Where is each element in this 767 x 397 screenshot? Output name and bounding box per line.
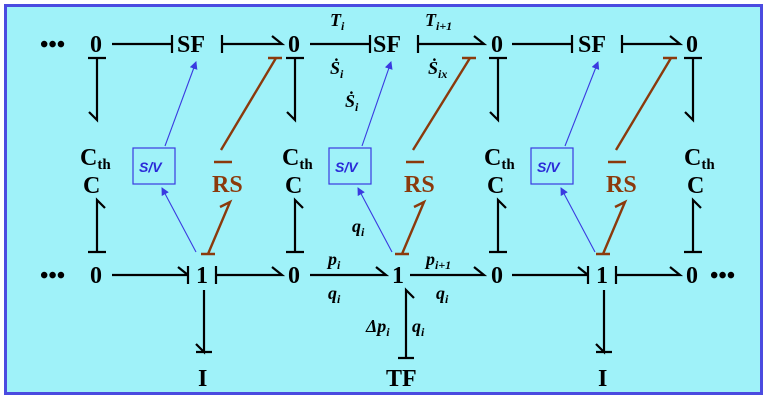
top-zero-junction-3: 0 xyxy=(491,32,503,58)
top-bond-6 xyxy=(620,35,684,53)
cth-3: Cth xyxy=(484,145,515,173)
svg-text:S/V: S/V xyxy=(335,159,359,175)
label-q-i-signal: qi xyxy=(352,216,365,239)
inertia-1: I xyxy=(198,366,207,392)
top-sf-2: SF xyxy=(373,32,401,58)
bond-one1-inertia1 xyxy=(195,290,212,355)
sv-box-2: S/V xyxy=(328,147,372,185)
diagram-frame xyxy=(4,4,763,395)
svg-text:S/V: S/V xyxy=(537,159,561,175)
bottom-zero-junction-3: 0 xyxy=(491,263,503,289)
label-S-dot-ix: Ṡix xyxy=(428,57,447,81)
label-q-i-left: qi xyxy=(328,283,341,306)
label-p-i-plus-1: pi+1 xyxy=(424,249,451,272)
bottom-bond-2 xyxy=(214,266,286,284)
bottom-bond-6 xyxy=(614,266,684,284)
sv-box-3: S/V xyxy=(530,147,574,185)
rs-bond-up-2 xyxy=(411,56,476,151)
top-zero-junction-2: 0 xyxy=(288,32,300,58)
inertia-2: I xyxy=(598,366,607,392)
bottom-bond-5 xyxy=(512,266,590,284)
bond-zero6-c2 xyxy=(286,197,304,254)
bottom-zero-junction-4: 0 xyxy=(686,263,698,289)
signal-sv-to-sf-2 xyxy=(361,61,393,147)
bond-zero7-c3 xyxy=(489,197,507,254)
bottom-zero-junction-1: 0 xyxy=(90,263,102,289)
rs-3: RS xyxy=(606,172,637,198)
bond-zero2-cth2 xyxy=(286,56,304,123)
bond-zero3-cth3 xyxy=(489,56,507,123)
cth-4: Cth xyxy=(684,145,715,173)
top-bond-3 xyxy=(310,35,372,53)
cth-2: Cth xyxy=(282,145,313,173)
label-S-dot-i-signal: Ṡi xyxy=(345,90,359,114)
signal-1j-to-sv-3 xyxy=(560,187,596,253)
one-junction-3: 1 xyxy=(596,263,608,289)
signal-sv-to-sf-1 xyxy=(164,61,198,147)
c-2: C xyxy=(285,173,302,199)
bottom-left-ellipsis: ••• xyxy=(40,263,65,289)
one-junction-2: 1 xyxy=(392,263,404,289)
signal-sv-to-sf-3 xyxy=(564,61,600,147)
label-q-i-vertical: qi xyxy=(412,316,425,339)
top-left-ellipsis: ••• xyxy=(40,32,65,58)
sv-box-1: S/V xyxy=(132,147,176,185)
rs-bond-up-1 xyxy=(219,56,282,151)
top-zero-junction-1: 0 xyxy=(90,32,102,58)
c-3: C xyxy=(487,173,504,199)
transformer-tf: TF xyxy=(386,366,417,392)
bond-zero1-cth1 xyxy=(88,56,106,123)
label-q-i-right: qi xyxy=(436,283,449,306)
c-4: C xyxy=(687,173,704,199)
rs-bond-down-2 xyxy=(395,199,427,256)
top-bond-5 xyxy=(512,35,574,53)
cth-1: Cth xyxy=(80,145,111,173)
bond-one3-inertia2 xyxy=(595,290,612,355)
bottom-bond-3 xyxy=(310,266,390,277)
bond-zero4-cth4 xyxy=(684,56,702,123)
signal-1j-to-sv-2 xyxy=(357,187,393,253)
bottom-zero-junction-2: 0 xyxy=(288,263,300,289)
top-sf-1: SF xyxy=(177,32,205,58)
rs-1: RS xyxy=(212,172,243,198)
label-p-i: pi xyxy=(326,249,341,272)
top-bond-2 xyxy=(220,35,286,53)
bond-one2-tf xyxy=(398,287,415,360)
label-T-i-plus-1: Ti+1 xyxy=(425,10,452,33)
bottom-bond-4 xyxy=(410,266,488,277)
label-S-dot-i-top: Ṡi xyxy=(330,57,344,81)
label-delta-p-i: Δpi xyxy=(365,316,390,339)
one-junction-1: 1 xyxy=(196,263,208,289)
top-bond-4 xyxy=(416,35,488,53)
rs-bond-down-1 xyxy=(201,199,233,256)
top-zero-junction-4: 0 xyxy=(686,32,698,58)
bottom-right-ellipsis: ••• xyxy=(710,263,735,289)
bottom-bond-1 xyxy=(112,266,190,284)
top-bond-1 xyxy=(112,35,174,53)
signal-1j-to-sv-1 xyxy=(161,187,197,253)
svg-text:S/V: S/V xyxy=(139,159,163,175)
rs-bond-down-3 xyxy=(596,199,628,256)
bond-zero8-c4 xyxy=(684,197,702,254)
bond-zero5-c1 xyxy=(88,197,106,254)
c-1: C xyxy=(83,173,100,199)
label-T-i: Ti xyxy=(330,10,345,33)
rs-bond-up-3 xyxy=(614,56,677,151)
top-sf-3: SF xyxy=(578,32,606,58)
rs-2: RS xyxy=(404,172,435,198)
